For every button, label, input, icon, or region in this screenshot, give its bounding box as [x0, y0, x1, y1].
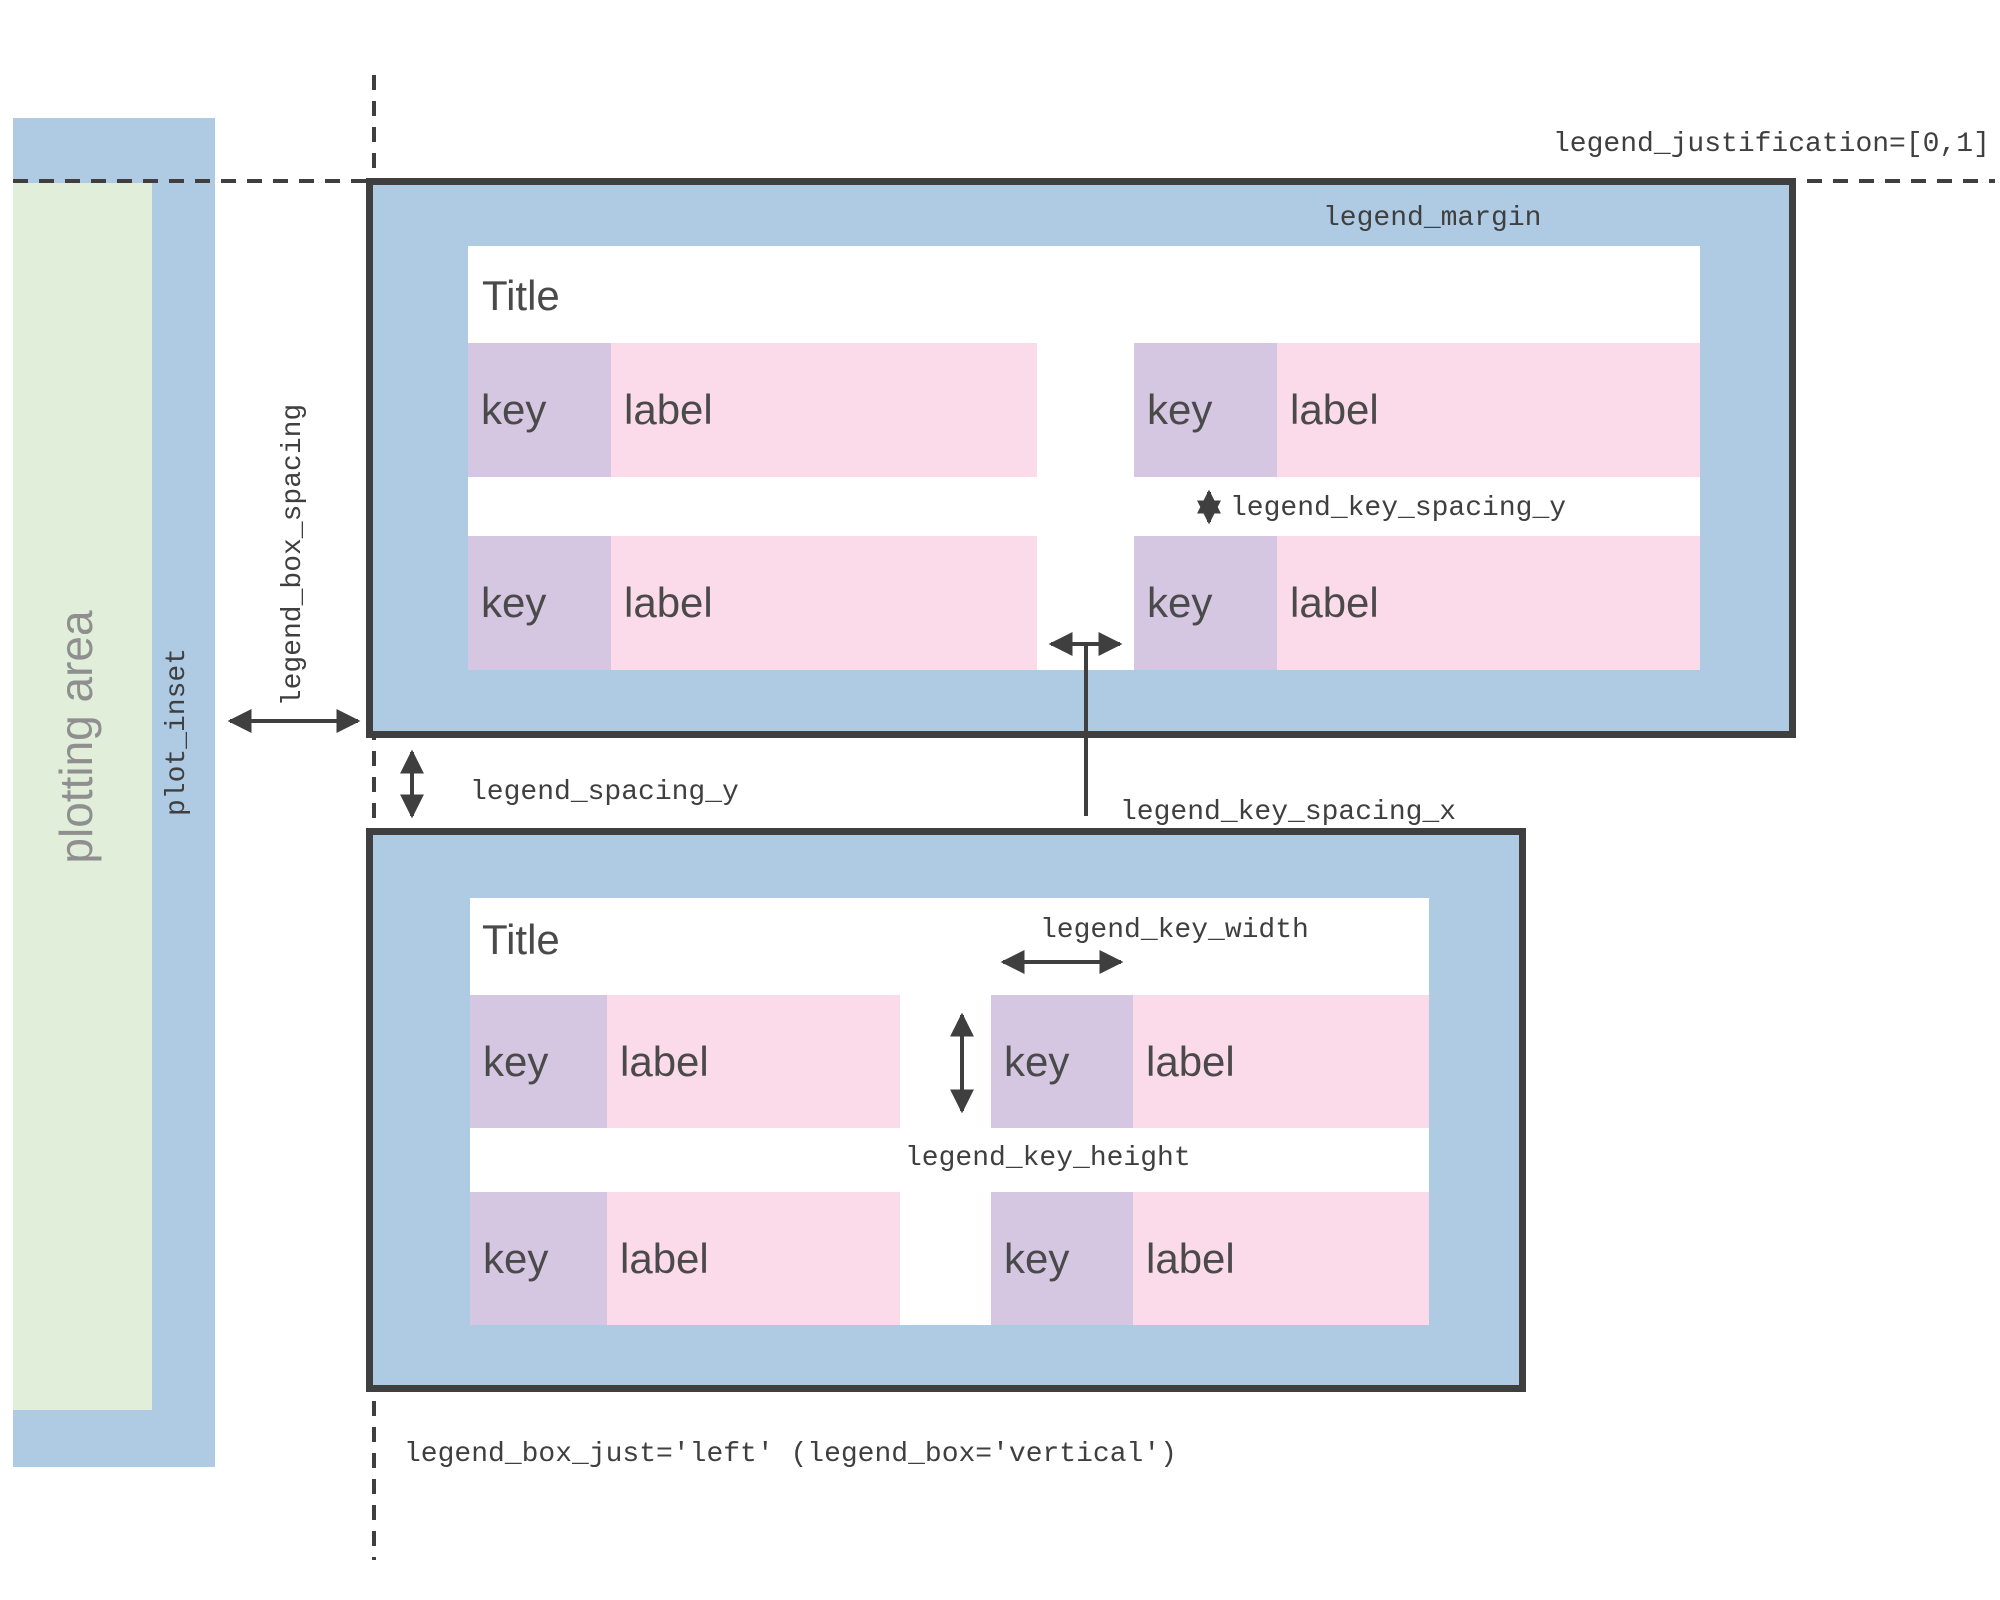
legend-box-spacing-label: legend_box_spacing: [278, 403, 310, 707]
legend-key: key: [1134, 536, 1277, 670]
legend-top-title: Title: [482, 272, 560, 319]
vertical-dashed-guide: [372, 75, 376, 1560]
legend-box-just-label: legend_box_just='left' (legend_box='vert…: [404, 1439, 1177, 1470]
legend-key: key: [470, 995, 607, 1128]
legend-label: label: [607, 1192, 900, 1325]
plotting-area: [13, 183, 152, 1410]
legend-label: label: [1277, 536, 1700, 670]
plot-inset-label: plot_inset: [162, 647, 194, 817]
legend-key-spacing-y-label: legend_key_spacing_y: [1230, 493, 1567, 524]
legend-bottom-title: Title: [482, 916, 560, 963]
legend-key: key: [991, 995, 1133, 1128]
legend-margin-label: legend_margin: [1323, 203, 1542, 234]
legend-justification-label: legend_justification=[0,1]: [1553, 129, 1990, 160]
legend-key: key: [470, 1192, 607, 1325]
legend-key-spacing-x-label: legend_key_spacing_x: [1120, 797, 1457, 828]
plotting-area-label: plotting area: [50, 610, 102, 864]
legend-key: key: [1134, 343, 1277, 477]
legend-label: label: [607, 995, 900, 1128]
legend-key: key: [468, 343, 611, 477]
legend-label: label: [611, 343, 1037, 477]
legend-key: key: [991, 1192, 1133, 1325]
legend-label: label: [611, 536, 1037, 670]
legend-label: label: [1133, 1192, 1429, 1325]
legend-label: label: [1133, 995, 1429, 1128]
legend-key-height-label: legend_key_height: [905, 1143, 1191, 1174]
legend-spacing-y-label: legend_spacing_y: [470, 777, 739, 808]
legend-label: label: [1277, 343, 1700, 477]
legend-key: key: [468, 536, 611, 670]
legend-key-width-label: legend_key_width: [1040, 915, 1309, 946]
